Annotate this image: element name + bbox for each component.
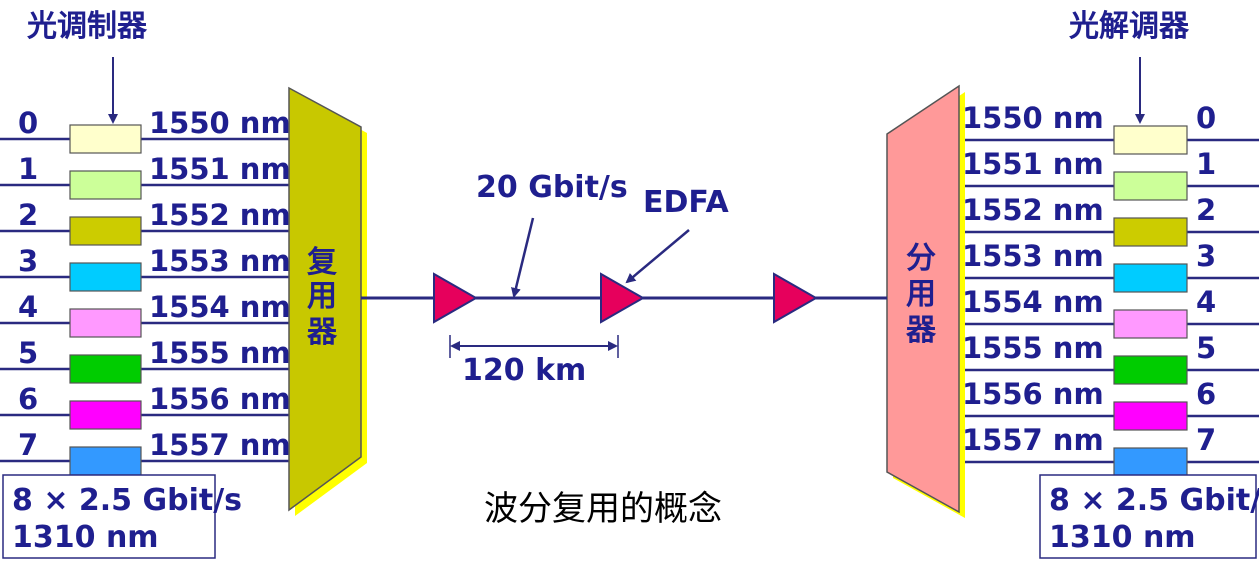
input-channel-index: 4 xyxy=(18,290,38,324)
input-channel: 2 1552 nm xyxy=(0,198,291,246)
output-channel: 1552 nm 2 xyxy=(959,193,1259,247)
demodulator-box xyxy=(1113,125,1188,155)
modulator-box xyxy=(69,400,142,430)
output-channel: 1551 nm 1 xyxy=(959,147,1259,201)
demodulator-box xyxy=(1113,355,1188,385)
input-channel-index: 7 xyxy=(18,428,38,462)
multiplexer-label-2: 用 xyxy=(307,279,337,314)
output-channel-index: 1 xyxy=(1196,147,1216,181)
input-info-box xyxy=(2,474,216,559)
output-info-wavelength: 1310 nm xyxy=(1049,520,1196,555)
input-channel-wavelength: 1557 nm xyxy=(149,428,291,462)
input-channel: 7 1557 nm xyxy=(0,428,291,476)
modulator-box xyxy=(69,308,142,338)
demodulator-box xyxy=(1113,263,1188,293)
output-channel: 1557 nm 7 xyxy=(959,423,1259,477)
output-channel: 1554 nm 4 xyxy=(959,285,1259,339)
input-channels: 0 1550 nm 1 1551 nm 2 1552 nm 3 1553 nm 4 1554 nm… xyxy=(0,106,291,476)
demodulator-box xyxy=(1113,217,1188,247)
span-length-label: 120 km xyxy=(462,353,586,388)
output-channel-index: 4 xyxy=(1196,285,1216,319)
input-channel-wavelength: 1555 nm xyxy=(149,336,291,370)
amplifier-3 xyxy=(773,272,819,324)
line-rate-pointer xyxy=(511,217,535,298)
output-channel: 1555 nm 5 xyxy=(959,331,1259,385)
input-channel-wavelength: 1551 nm xyxy=(149,152,291,186)
amplifier-1 xyxy=(433,272,479,324)
demodulator-box xyxy=(1113,401,1188,431)
amplifier-pointer xyxy=(625,229,690,284)
input-channel-index: 1 xyxy=(18,152,38,186)
demultiplexer-label-2: 用 xyxy=(906,277,936,312)
input-channel-wavelength: 1552 nm xyxy=(149,198,291,232)
modulator-box xyxy=(69,262,142,292)
output-channel-wavelength: 1552 nm xyxy=(962,193,1104,227)
amplifier-2 xyxy=(600,272,646,324)
input-channel-index: 6 xyxy=(18,382,38,416)
modulator-box xyxy=(69,170,142,200)
input-channel-index: 3 xyxy=(18,244,38,278)
output-channel-wavelength: 1556 nm xyxy=(962,377,1104,411)
multiplexer xyxy=(288,86,362,512)
input-channel: 6 1556 nm xyxy=(0,382,291,430)
output-channel-index: 5 xyxy=(1196,331,1216,365)
input-info-rate: 8 × 2.5 Gbit/s xyxy=(12,483,242,518)
multiplexer-label-1: 复 xyxy=(307,245,337,280)
demodulator-box xyxy=(1113,447,1188,477)
output-channel-index: 2 xyxy=(1196,193,1216,227)
output-info-rate: 8 × 2.5 Gbit/s xyxy=(1049,483,1259,518)
output-channel: 1556 nm 6 xyxy=(959,377,1259,431)
input-channel-index: 0 xyxy=(18,106,38,140)
input-channel-index: 2 xyxy=(18,198,38,232)
input-channel: 3 1553 nm xyxy=(0,244,291,292)
output-channel-wavelength: 1554 nm xyxy=(962,285,1104,319)
input-channel-index: 5 xyxy=(18,336,38,370)
input-channel-wavelength: 1554 nm xyxy=(149,290,291,324)
output-channel-index: 6 xyxy=(1196,377,1216,411)
output-channel-wavelength: 1557 nm xyxy=(962,423,1104,457)
input-channel: 1 1551 nm xyxy=(0,152,291,200)
input-channel: 0 1550 nm xyxy=(0,106,291,154)
modulator-box xyxy=(69,354,142,384)
input-channel: 4 1554 nm xyxy=(0,290,291,338)
output-channels: 1550 nm 0 1551 nm 1 1552 nm 2 1553 nm 3 1554 nm 4… xyxy=(959,101,1259,477)
input-info-wavelength: 1310 nm xyxy=(12,520,159,555)
output-channel-wavelength: 1555 nm xyxy=(962,331,1104,365)
modulator-box xyxy=(69,124,142,154)
input-channel-wavelength: 1550 nm xyxy=(149,106,291,140)
demultiplexer xyxy=(886,84,960,514)
multiplexer-label-3: 器 xyxy=(306,315,338,350)
demultiplexer-label-3: 器 xyxy=(905,313,937,348)
amplifier-label: EDFA xyxy=(643,185,729,220)
output-channel-index: 0 xyxy=(1196,101,1216,135)
output-channel-wavelength: 1550 nm xyxy=(962,101,1104,135)
demultiplexer-label-1: 分 xyxy=(906,241,936,276)
output-channel-index: 7 xyxy=(1196,423,1216,457)
line-rate-label: 20 Gbit/s xyxy=(476,170,628,205)
output-channel: 1550 nm 0 xyxy=(959,101,1259,155)
output-channel: 1553 nm 3 xyxy=(959,239,1259,293)
input-channel-wavelength: 1556 nm xyxy=(149,382,291,416)
input-channel: 5 1555 nm xyxy=(0,336,291,384)
modulator-box xyxy=(69,216,142,246)
demodulator-label: 光解调器 xyxy=(1069,9,1190,44)
modulator-label: 光调制器 xyxy=(27,9,148,44)
input-channel-wavelength: 1553 nm xyxy=(149,244,291,278)
output-channel-wavelength: 1553 nm xyxy=(962,239,1104,273)
modulator-box xyxy=(69,446,142,476)
output-channel-wavelength: 1551 nm xyxy=(962,147,1104,181)
demodulator-box xyxy=(1113,171,1188,201)
output-channel-index: 3 xyxy=(1196,239,1216,273)
diagram-caption: 波分复用的概念 xyxy=(484,489,722,529)
output-info-box xyxy=(1039,474,1257,559)
demodulator-box xyxy=(1113,309,1188,339)
